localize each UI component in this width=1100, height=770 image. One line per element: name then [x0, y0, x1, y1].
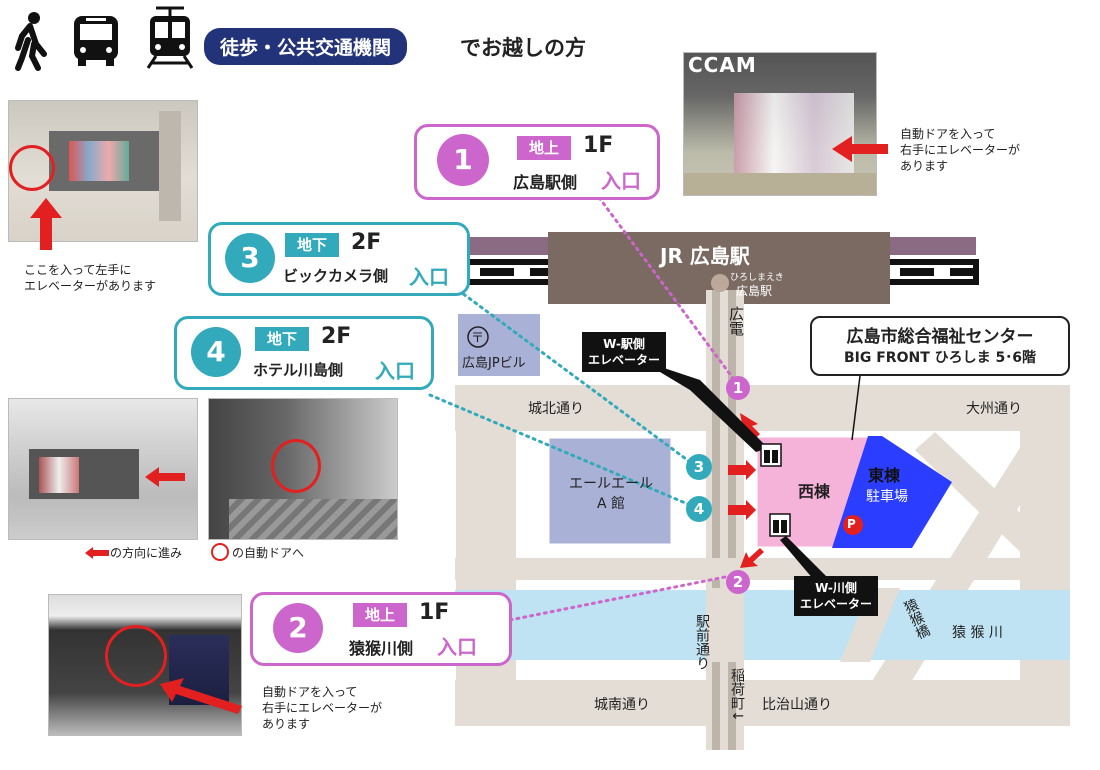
photo-hotel-side-door: [208, 398, 398, 540]
legend-circle-label: の自動ドアへ: [232, 546, 305, 560]
floor-tag: 地下: [285, 233, 339, 257]
tram-icon: [146, 6, 194, 69]
walking-person-icon: [15, 12, 47, 71]
entrance-word: 入口: [375, 359, 415, 383]
legend-circle-icon: [211, 543, 229, 561]
header-subtitle: でお越しの方: [460, 36, 586, 60]
entrance-word: 入口: [437, 635, 477, 659]
red-circle-marker: [9, 145, 55, 191]
entrance-callout-1: 1 地上 1F 広島駅側 入口: [414, 124, 660, 200]
note-left-top: ここを入って左手にエレベーターがあります: [24, 263, 157, 293]
east-wing-label: 東棟: [868, 466, 901, 485]
red-arrow-icon: [832, 136, 888, 162]
road-castle-south: 城南通り: [594, 697, 650, 713]
entrance-number: 3: [225, 233, 275, 283]
entrance-callout-4: 4 地下 2F ホテル川島側 入口: [174, 316, 434, 390]
map-marker-1: 1: [726, 376, 750, 400]
center-callout: 広島市総合福祉センター BIG FRONT ひろしま 5･6階: [810, 316, 1070, 376]
parking-icon: P: [847, 517, 856, 531]
road-ekimae: 駅前通り: [694, 614, 710, 670]
tram-line-label: 広電: [727, 306, 745, 336]
entrance-name: 広島駅側: [513, 173, 578, 192]
floor-label: 2F: [351, 230, 382, 255]
elevator-icon: [769, 513, 791, 537]
road-inarimachi: 稲荷町↓: [729, 668, 745, 722]
post-mark-icon: 〒: [471, 331, 485, 346]
entrance-name: ビックカメラ側: [283, 267, 389, 285]
note-bottom-left: 自動ドアを入って右手にエレベーターがあります: [262, 685, 383, 731]
red-arrow-icon: [145, 467, 185, 487]
header: 徒歩・公共交通機関 でお越しの方: [8, 6, 648, 71]
floor-label: 2F: [321, 324, 352, 349]
elevator-label-river-side: W-川側エレベーター: [794, 576, 879, 616]
note-top-right: 自動ドアを入って右手にエレベーターがあります: [900, 127, 1021, 173]
map-marker-2: 2: [726, 570, 750, 594]
photo-river-side-entrance: [48, 594, 242, 736]
photo-station-side-entrance: CCAM: [683, 52, 877, 196]
entrance-word: 入口: [601, 169, 641, 193]
entrance-name: 猿猴川側: [349, 639, 414, 658]
elevator-icon: [760, 443, 782, 467]
red-circle-marker: [105, 625, 167, 687]
west-wing-label: 西棟: [798, 482, 831, 501]
floor-tag: 地上: [353, 603, 407, 627]
map-marker-3: 3: [686, 454, 712, 480]
photo-bic-camera-entrance: [8, 100, 198, 242]
red-circle-marker: [271, 439, 321, 493]
red-arrow-icon: [160, 678, 242, 714]
header-badge: 徒歩・公共交通機関: [204, 28, 408, 65]
center-subtitle: BIG FRONT ひろしま 5･6階: [844, 350, 1036, 366]
river-enkogawa: 猿 猴 川: [952, 625, 1003, 641]
entrance-word: 入口: [409, 265, 449, 289]
map-marker-4: 4: [686, 496, 712, 522]
red-arrow-icon: [30, 198, 62, 250]
station-name: JR 広島駅: [660, 244, 750, 268]
legend-arrow-icon: [85, 547, 109, 559]
road-castle-north: 城北通り: [528, 401, 584, 417]
photo-underground-passage: [8, 398, 198, 540]
road-hijiyama: 比治山通り: [762, 697, 832, 713]
entrance-number: 4: [191, 327, 241, 377]
entrance-number: 2: [273, 603, 323, 653]
center-title: 広島市総合福祉センター: [846, 327, 1034, 347]
tram-stop-kana: ひろしまえき: [730, 273, 784, 283]
post-building-label: 広島JPビル: [462, 356, 526, 371]
floor-label: 1F: [583, 133, 614, 158]
tram-stop-name: 広島駅: [736, 284, 773, 298]
road-daishu: 大州通り: [966, 401, 1022, 417]
bus-icon: [74, 16, 118, 66]
entrance-callout-2: 2 地上 1F 猿猴川側 入口: [250, 592, 512, 666]
legend-arrow-label: の方向に進み: [110, 546, 183, 560]
entrance-number: 1: [437, 134, 489, 186]
parking-label: 駐車場: [866, 489, 908, 505]
floor-label: 1F: [419, 600, 450, 625]
floor-tag: 地上: [517, 136, 571, 160]
floor-tag: 地下: [255, 327, 309, 351]
elevator-label-station-side: W-駅側エレベーター: [582, 332, 667, 372]
entrance-name: ホテル川島側: [253, 361, 344, 379]
entrance-callout-3: 3 地下 2F ビックカメラ側 入口: [208, 222, 470, 296]
